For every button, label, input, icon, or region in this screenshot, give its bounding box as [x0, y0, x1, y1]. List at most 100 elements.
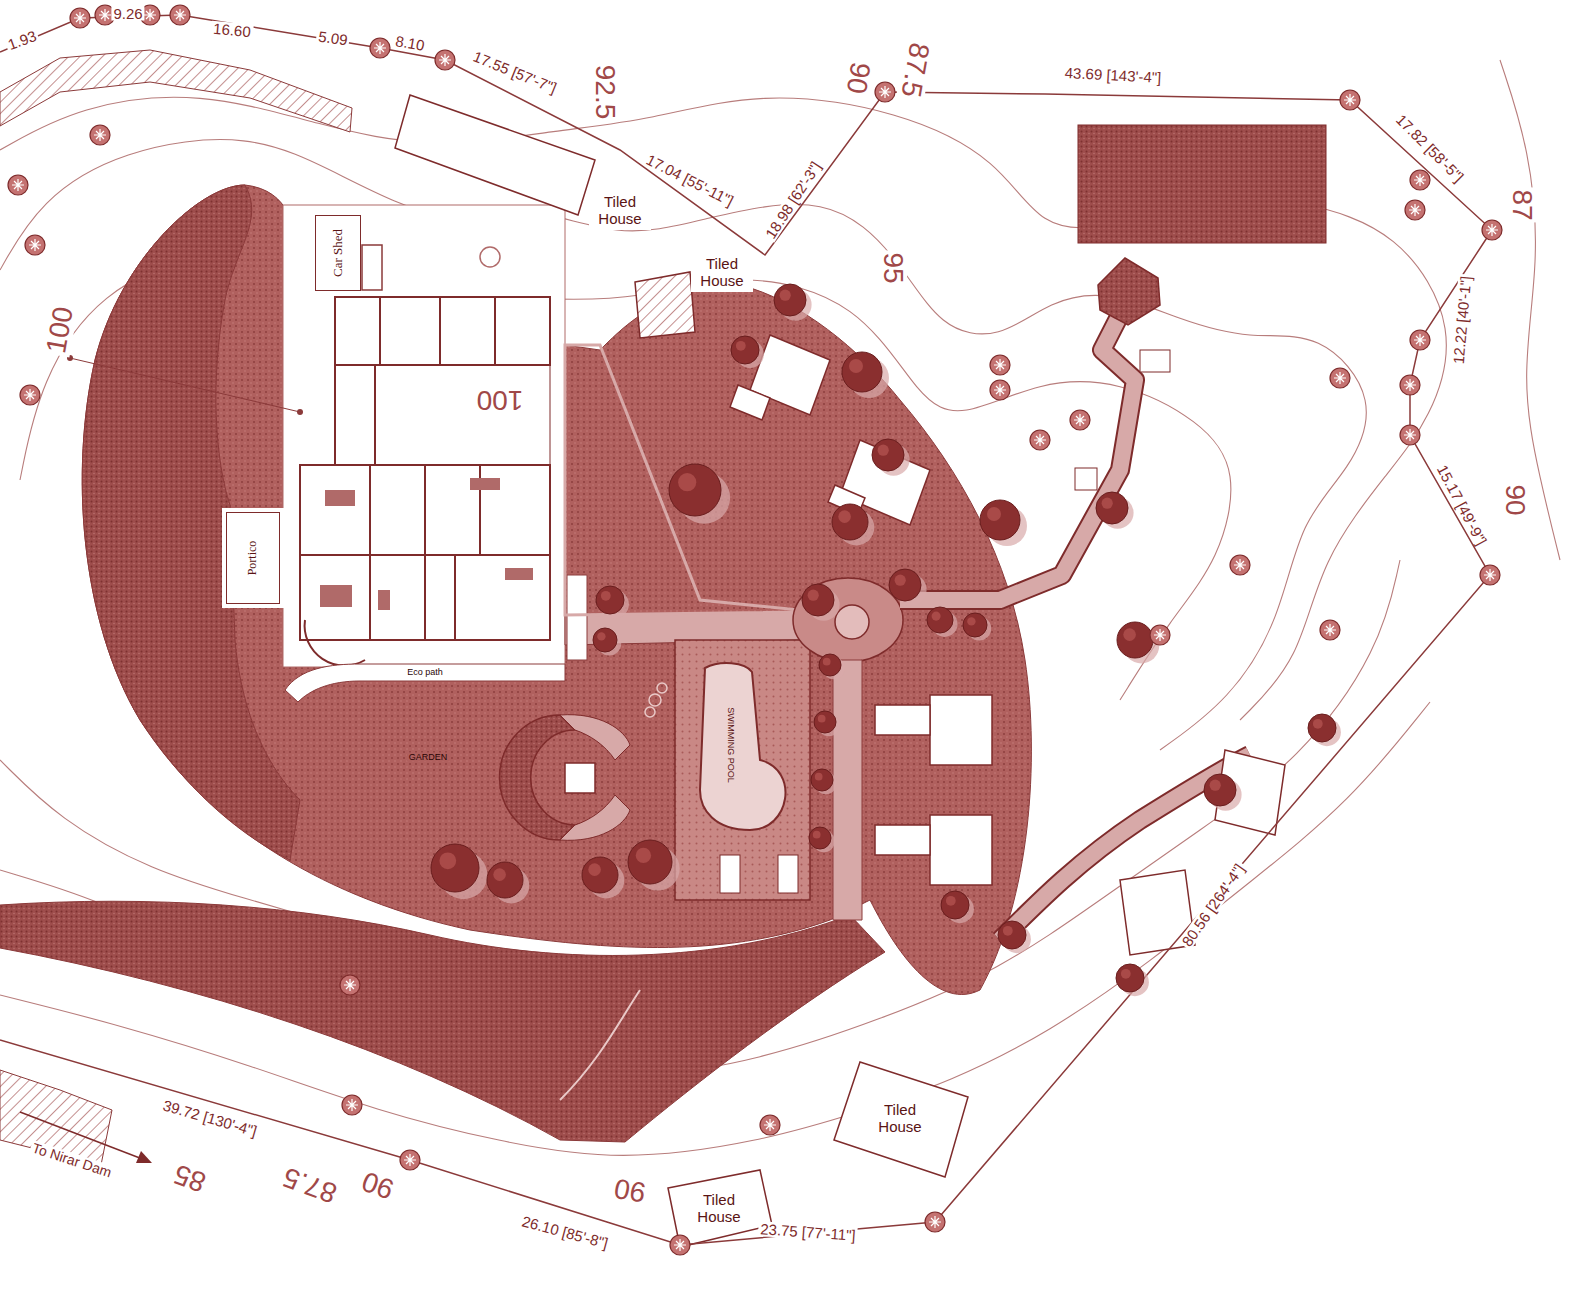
tree-canopy	[832, 504, 868, 540]
tree-symbol	[990, 380, 1010, 400]
tree-star	[144, 9, 156, 21]
arrow-head	[136, 1151, 152, 1163]
surveyed-tree	[1340, 90, 1360, 110]
tree-highlight	[601, 591, 611, 601]
tree-symbol	[1410, 170, 1430, 190]
surveyed-tree	[170, 5, 190, 25]
tree-star	[12, 179, 24, 191]
contour-level: 100	[42, 303, 78, 358]
tree-symbol	[90, 125, 110, 145]
portico-ground	[222, 508, 284, 608]
dimension-label: 43.69 [143'-4"]	[1062, 65, 1163, 85]
dimension-label: To Nirar Dam	[29, 1140, 116, 1180]
tree-canopy	[731, 336, 759, 364]
car-shed-box: Car Shed	[315, 215, 361, 291]
tree-canopy	[802, 584, 834, 616]
dimension-label: 16.60	[211, 21, 254, 40]
dimension-label: 17.04 [55'-11"]	[642, 151, 737, 210]
tree-star	[764, 1119, 776, 1131]
surveyed-tree	[90, 125, 110, 145]
tree-star	[674, 1239, 686, 1251]
surveyed-tree	[340, 975, 360, 995]
tiled-house-box: Tiled House	[865, 1098, 935, 1138]
node-text: Tiled House	[695, 256, 749, 289]
dimension-label: 80.56 [264'-4"]	[1178, 859, 1248, 950]
building-block	[1078, 125, 1326, 243]
tree-star	[1404, 379, 1416, 391]
eco-path	[285, 664, 565, 702]
tree-highlight	[808, 590, 819, 601]
surveyed-tree	[435, 50, 455, 70]
trees	[8, 5, 1502, 1255]
plaza	[793, 578, 903, 662]
tree-symbol	[400, 1150, 420, 1170]
dimension-label: 39.72 [130'-4"]	[160, 1097, 261, 1139]
survey-boundary	[0, 15, 1492, 1245]
tree-symbol	[1070, 410, 1090, 430]
tree-symbol	[875, 82, 895, 102]
surveyed-tree	[70, 8, 90, 28]
dimension-label: 8.10	[392, 33, 427, 54]
tree-canopy	[872, 439, 904, 471]
tree-star	[1154, 629, 1166, 641]
tree-canopy	[431, 844, 479, 892]
contour-level: 90	[1501, 482, 1529, 517]
surveyed-tree	[925, 1212, 945, 1232]
tree-symbol	[1400, 425, 1420, 445]
tree-symbol	[25, 235, 45, 255]
tree-canopy	[582, 857, 618, 893]
surveyed-tree	[1030, 430, 1050, 450]
tree-symbol	[8, 175, 28, 195]
tree-highlight	[946, 896, 956, 906]
tiled-house-outline	[395, 95, 595, 215]
tree-canopy	[809, 827, 831, 849]
surveyed-tree	[25, 235, 45, 255]
tree-symbol	[70, 8, 90, 28]
surveyed-tree	[1410, 330, 1430, 350]
tree-highlight	[636, 848, 651, 863]
kiosk	[1140, 350, 1170, 372]
tree-canopy	[669, 464, 721, 516]
tree-star	[994, 359, 1006, 371]
surveyed-tree	[1482, 220, 1502, 240]
portico-box: Portico	[226, 512, 280, 604]
surveyed-tree	[1320, 620, 1340, 640]
tree-star	[174, 9, 186, 21]
tree-star	[929, 1216, 941, 1228]
tree-star	[74, 12, 86, 24]
tree-highlight	[439, 852, 456, 869]
tree-highlight	[493, 868, 506, 881]
tree-highlight	[1123, 628, 1136, 641]
node-text: Tiled House	[593, 194, 647, 227]
contour-line	[1500, 60, 1560, 560]
tree-symbol	[435, 50, 455, 70]
dimension-label: 18.98 [62'-3"]	[762, 157, 825, 243]
amphitheatre-wing	[560, 795, 630, 840]
area-label: Eco path	[405, 668, 445, 677]
tree-highlight	[967, 617, 975, 625]
tree-highlight	[838, 510, 851, 523]
furniture	[320, 478, 533, 610]
tree-canopy	[774, 284, 806, 316]
tree-highlight	[987, 507, 1001, 521]
tree-star	[1344, 94, 1356, 106]
car-shed-wing	[362, 245, 382, 290]
tree-canopy	[941, 891, 969, 919]
surveyed-tree	[1400, 375, 1420, 395]
tree-symbol	[1230, 555, 1250, 575]
surveyed-tree	[990, 380, 1010, 400]
tree-canopy	[889, 569, 921, 601]
tree-canopy	[963, 613, 987, 637]
house-plot	[283, 205, 565, 667]
house-plan	[300, 297, 550, 666]
tree-star	[879, 86, 891, 98]
tiled-house-label: Tiled House	[589, 190, 651, 230]
tree-canopy	[1204, 774, 1236, 806]
hatched-track	[0, 50, 352, 132]
sun-lounger	[720, 855, 740, 893]
surveyed-tree	[342, 1095, 362, 1115]
contour-level: 87.5	[896, 39, 934, 101]
tree-star	[1484, 569, 1496, 581]
contour-level: 85	[169, 1159, 212, 1197]
tree-highlight	[1003, 926, 1013, 936]
